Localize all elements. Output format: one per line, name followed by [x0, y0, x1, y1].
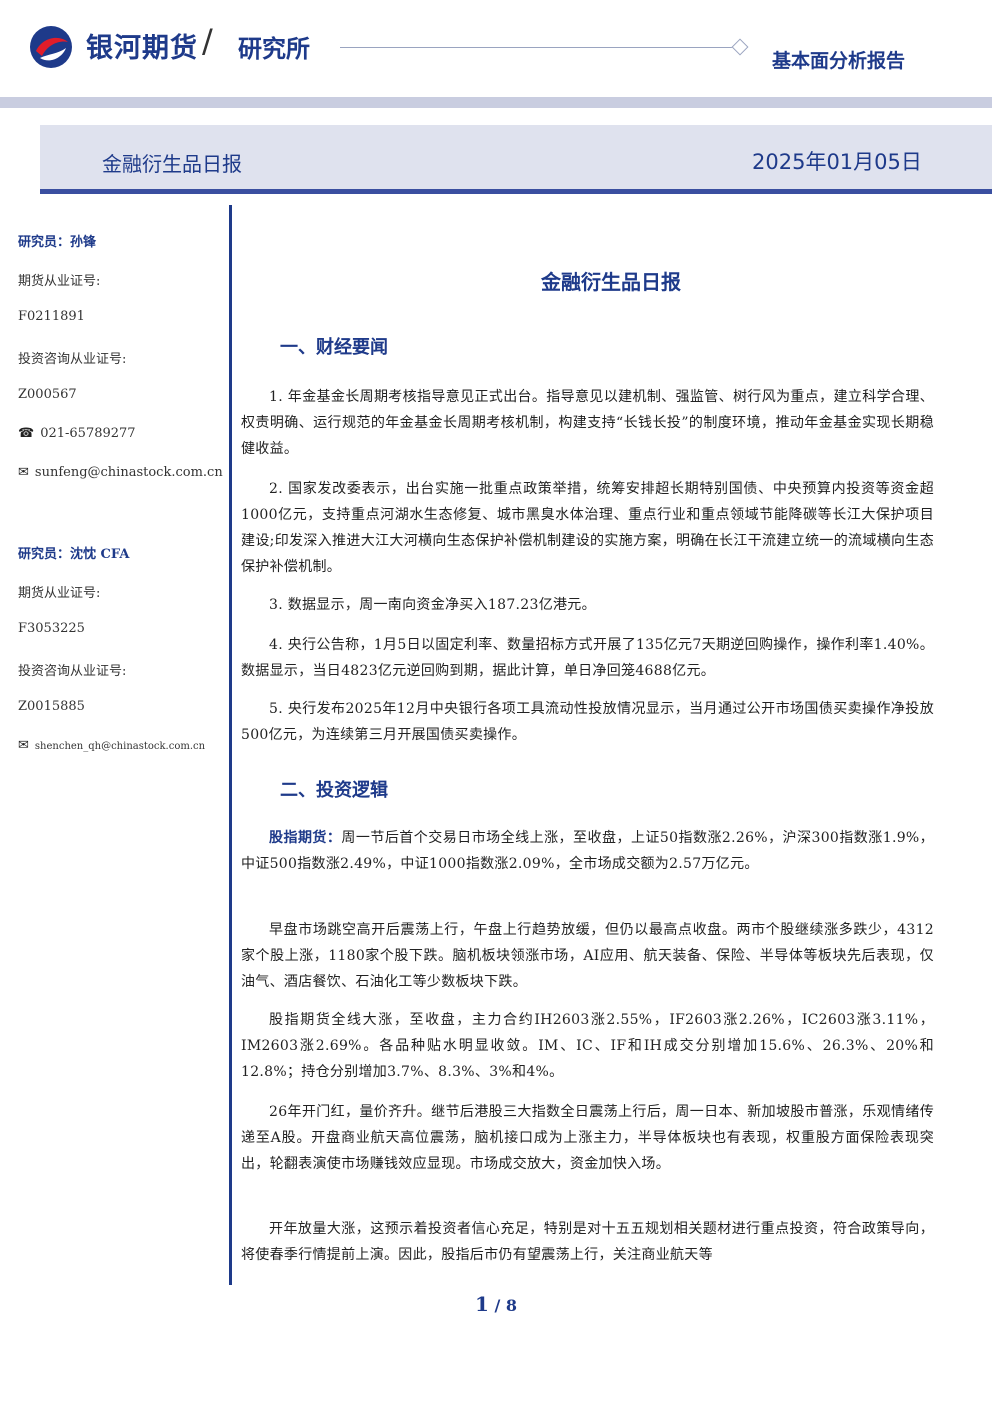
logic-lead: 股指期货： — [269, 830, 342, 846]
galaxy-logo-icon — [30, 26, 72, 68]
banner-underline — [40, 189, 992, 194]
current-page: 1 — [474, 1292, 489, 1316]
analyst-name: 研究员：孙锋 — [18, 235, 97, 250]
email-line: ✉ sunfeng@chinastock.com.cn — [18, 465, 223, 480]
header-rule — [340, 47, 732, 48]
email-icon: ✉ — [18, 738, 29, 753]
sidebar-divider — [229, 205, 232, 1285]
news-item: 3. 数据显示，周一南向资金净买入187.23亿港元。 — [269, 597, 596, 613]
logic-paragraph: 早盘市场跳空高开后震荡上行，午盘上行趋势放缓，但仍以最高点收盘。两市个股继续涨多… — [241, 922, 934, 990]
phone-icon: ☎ — [18, 426, 35, 441]
brand-name: 银河期货 — [86, 33, 198, 64]
logic-text: 周一节后首个交易日市场全线上涨，至收盘，上证50指数涨2.26%，沪深300指数… — [241, 830, 934, 872]
section-heading-logic: 二、投资逻辑 — [280, 780, 388, 801]
total-pages: 8 — [505, 1296, 518, 1315]
invest-cert-label: 投资咨询从业证号: — [18, 664, 127, 679]
header-band — [0, 97, 992, 108]
document-title: 金融衍生品日报 — [541, 270, 681, 294]
diamond-ornament-icon — [731, 38, 749, 56]
logic-paragraph: 股指期货全线大涨，至收盘，主力合约IH2603涨2.55%，IF2603涨2.2… — [241, 1012, 934, 1080]
invest-cert-number: Z0015885 — [18, 699, 85, 714]
email-link[interactable]: shenchen_qh@chinastock.com.cn — [34, 741, 206, 752]
news-item: 4. 央行公告称，1月5日以固定利率、数量招标方式开展了135亿元7天期逆回购操… — [241, 637, 934, 679]
news-item: 2. 国家发改委表示，出台实施一批重点政策举措，统筹安排超长期特别国债、中央预算… — [241, 481, 934, 575]
report-date: 2025年01月05日 — [752, 150, 922, 174]
phone-line: ☎ 021-65789277 — [18, 426, 136, 441]
analyst-name: 研究员：沈忱 CFA — [18, 547, 130, 562]
email-link[interactable]: sunfeng@chinastock.com.cn — [34, 465, 223, 480]
page-separator: / — [494, 1296, 501, 1315]
department-name: 研究所 — [238, 35, 310, 63]
logic-paragraph: 26年开门红，量价齐升。继节后港股三大指数全日震荡上行后，周一日本、新加坡股市普… — [241, 1104, 934, 1172]
logic-paragraph: 开年放量大涨，这预示着投资者信心充足，特别是对十五五规划相关题材进行重点投资，符… — [241, 1221, 934, 1263]
invest-cert-number: Z000567 — [18, 387, 77, 402]
news-item: 1. 年金基金长周期考核指导意见正式出台。指导意见以建机制、强监管、树行风为重点… — [241, 389, 934, 457]
invest-cert-label: 投资咨询从业证号: — [18, 352, 127, 367]
banner-title: 金融衍生品日报 — [102, 152, 242, 176]
news-item: 5. 央行发布2025年12月中央银行各项工具流动性投放情况显示，当月通过公开市… — [241, 701, 934, 743]
section-heading-news: 一、财经要闻 — [280, 337, 388, 358]
phone-number: 021-65789277 — [40, 426, 136, 441]
email-icon: ✉ — [18, 465, 29, 480]
email-line: ✉ shenchen_qh@chinastock.com.cn — [18, 738, 205, 753]
logic-paragraph: 股指期货：周一节后首个交易日市场全线上涨，至收盘，上证50指数涨2.26%，沪深… — [241, 825, 934, 877]
report-type: 基本面分析报告 — [772, 50, 906, 72]
futures-cert-number: F0211891 — [18, 309, 85, 324]
futures-cert-label: 期货从业证号: — [18, 586, 101, 601]
futures-cert-number: F3053225 — [18, 621, 85, 636]
title-banner — [40, 125, 992, 189]
page-number: 1 / 8 — [0, 1292, 992, 1316]
futures-cert-label: 期货从业证号: — [18, 274, 101, 289]
brand-separator: / — [202, 22, 213, 60]
